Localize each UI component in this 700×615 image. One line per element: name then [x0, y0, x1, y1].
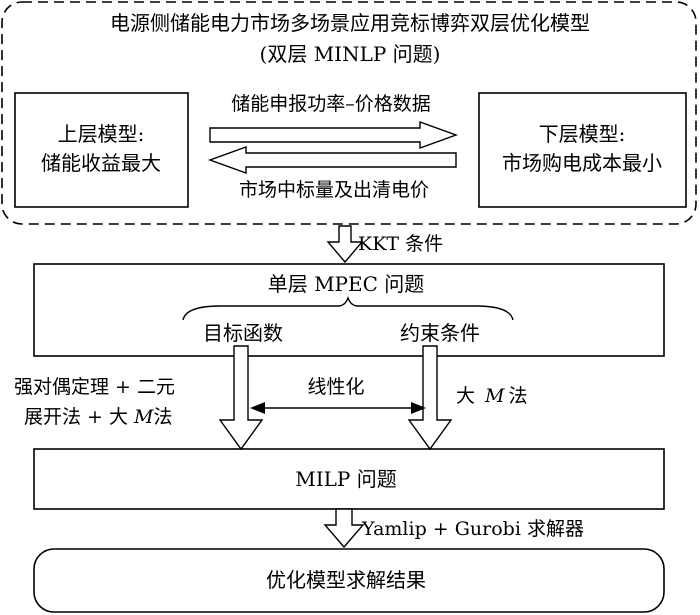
mpec-constraints-label: 约束条件	[400, 321, 480, 345]
upper-model-objective: 储能收益最大	[41, 151, 161, 175]
left-method-line2-text: 展开法 + 大	[24, 406, 128, 428]
kkt-label: KKT 条件	[358, 233, 443, 255]
mpec-objective-label: 目标函数	[203, 321, 283, 345]
clearing-result-label: 市场中标量及出清电价	[239, 179, 429, 201]
left-method-line1: 强对偶定理 + 二元	[14, 376, 175, 398]
milp-title: MILP 问题	[295, 467, 396, 491]
result-box	[33, 548, 665, 613]
linearize-arrow-left-head	[250, 402, 265, 414]
constraints-down-arrow	[407, 345, 453, 451]
mpec-title: 单层 MPEC 问题	[268, 272, 425, 296]
bilevel-model-title: 电源侧储能电力市场多场景应用竞标博弈双层优化模型	[110, 11, 590, 35]
right-method-suffix: 法	[509, 385, 528, 407]
right-method-prefix: 大	[456, 385, 481, 407]
result-title: 优化模型求解结果	[266, 568, 426, 592]
mpec-box	[33, 263, 665, 357]
mpec-brace	[182, 296, 514, 321]
bid-data-arrow	[209, 121, 459, 149]
solver-down-arrow	[323, 508, 365, 549]
linearize-label: 线性化	[307, 376, 364, 398]
lower-model-label: 下层模型:	[539, 122, 626, 146]
clearing-result-arrow	[207, 146, 457, 174]
objective-down-arrow	[218, 345, 264, 451]
bilevel-model-container	[1, 1, 697, 225]
left-method-m: M	[133, 406, 154, 428]
lower-model-box	[478, 92, 687, 208]
right-method-m: M	[484, 385, 505, 407]
upper-model-label: 上层模型:	[58, 122, 145, 146]
linearize-arrow-right-head	[411, 402, 426, 414]
upper-model-box	[14, 92, 189, 208]
kkt-down-arrow	[326, 225, 364, 264]
left-method-suffix: 法	[153, 406, 172, 428]
bilevel-model-subtitle: (双层 MINLP 问题)	[260, 42, 441, 66]
lower-model-objective: 市场购电成本最小	[502, 151, 662, 175]
solver-label: Yamlip + Gurobi 求解器	[361, 518, 584, 540]
bid-data-label: 储能申报功率–价格数据	[231, 93, 431, 115]
